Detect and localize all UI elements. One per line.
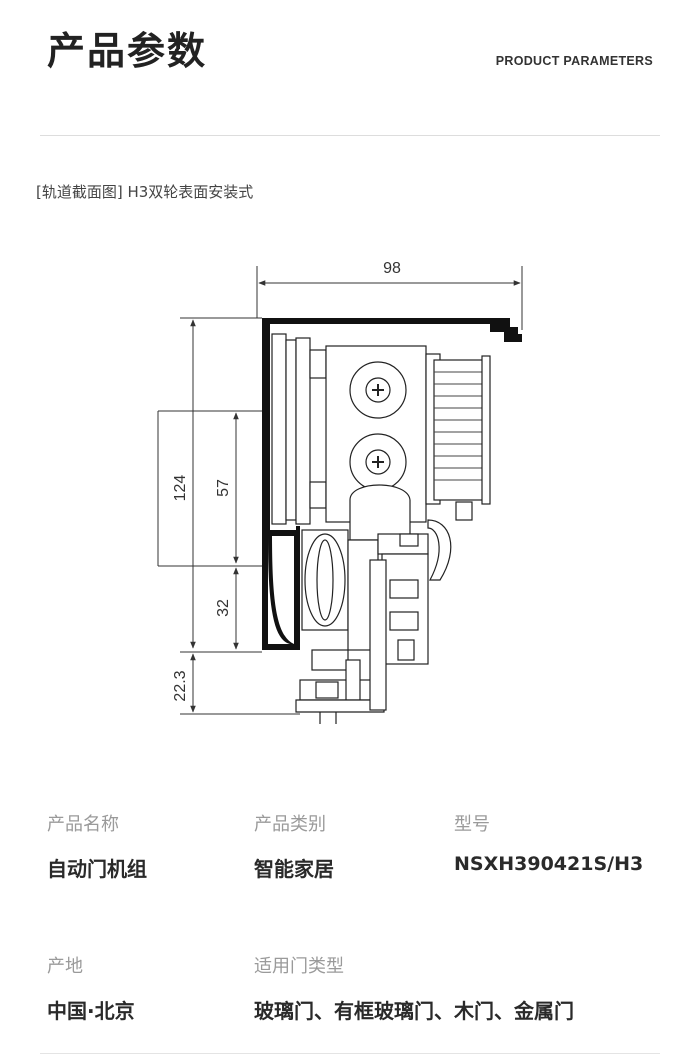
carriage-assembly <box>271 333 491 724</box>
dim-height-bottom-label: 22.3 <box>172 670 189 701</box>
product-category-value: 智能家居 <box>254 857 334 881</box>
dim-height-upper-label: 57 <box>215 479 232 497</box>
track-section-diagram: 98 124 57 32 22.3 <box>157 260 523 724</box>
door-type-label: 适用门类型 <box>254 956 344 977</box>
origin-label: 产地 <box>47 956 83 977</box>
width-dimension <box>256 266 523 330</box>
dim-height-lower-label: 32 <box>215 599 232 617</box>
page-subtitle: PRODUCT PARAMETERS <box>495 54 653 68</box>
dim-height-total-label: 124 <box>172 475 189 502</box>
product-name-label: 产品名称 <box>47 814 119 835</box>
header-divider <box>40 135 660 136</box>
model-value: NSXH390421S/H3 <box>454 853 644 875</box>
track-profile <box>262 318 522 650</box>
product-category-label: 产品类别 <box>254 814 326 835</box>
product-name-value: 自动门机组 <box>47 857 147 881</box>
diagram-caption: [轨道截面图] H3双轮表面安装式 <box>36 183 254 201</box>
origin-value: 中国·北京 <box>47 999 135 1023</box>
model-label: 型号 <box>454 814 490 835</box>
dim-width-label: 98 <box>383 260 401 277</box>
page-title: 产品参数 <box>47 29 208 73</box>
door-type-value: 玻璃门、有框玻璃门、木门、金属门 <box>254 999 574 1023</box>
height-dimensions <box>157 317 300 715</box>
footer-divider <box>40 1053 660 1054</box>
wheel-screws <box>372 384 384 468</box>
